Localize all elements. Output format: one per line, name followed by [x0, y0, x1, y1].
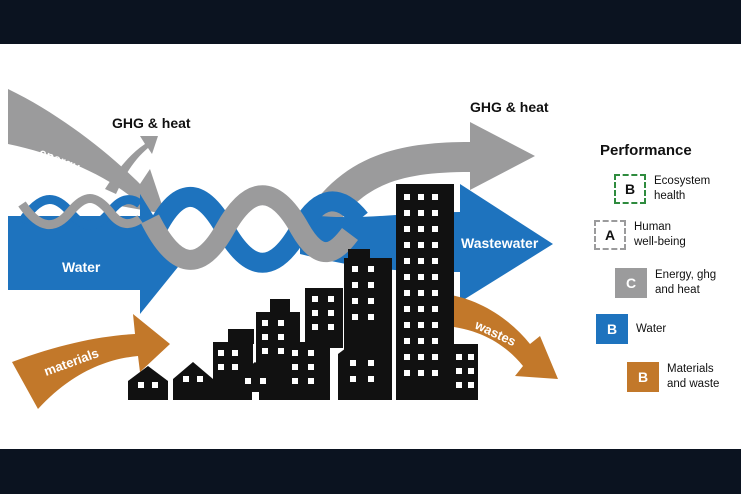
grade-badge: A	[594, 220, 626, 250]
legend-label: Energy, ghg and heat	[655, 269, 717, 296]
braided-flow	[18, 185, 368, 273]
ghg-heat-left-label: GHG & heat	[112, 115, 191, 131]
ghg-right-arrow	[300, 122, 535, 236]
legend-title: Performance	[600, 142, 692, 159]
urban-metabolism-diagram: GHG & heat GHG & heat energy Water Waste…	[0, 44, 741, 449]
legend-label: Human well-being	[634, 221, 686, 248]
diagram-svg: GHG & heat GHG & heat energy Water Waste…	[8, 89, 558, 409]
legend-item-materials: B Materials and waste	[627, 362, 741, 392]
city-skyline	[128, 184, 478, 400]
grade-badge: B	[596, 314, 628, 344]
legend-item-human-wellbeing: A Human well-being	[594, 220, 719, 250]
ghg-heat-right-label: GHG & heat	[470, 99, 549, 115]
top-letterbox-band	[0, 0, 741, 44]
legend-item-water: B Water	[596, 314, 721, 344]
materials-inflow-arrow	[12, 314, 170, 409]
legend-label: Materials and waste	[667, 363, 720, 390]
legend-item-ecosystem: B Ecosystem health	[614, 174, 739, 204]
grade-badge: C	[615, 268, 647, 298]
water-label: Water	[62, 259, 101, 275]
ghg-left-arrow	[105, 136, 158, 194]
grade-badge: B	[627, 362, 659, 392]
energy-inflow-arrow	[8, 89, 165, 214]
building-windows	[138, 194, 474, 400]
wastewater-label: Wastewater	[461, 235, 539, 251]
legend-item-energy: C Energy, ghg and heat	[615, 268, 740, 298]
grade-badge: B	[614, 174, 646, 204]
legend-label: Water	[636, 322, 667, 335]
wastes-outflow-arrow	[445, 294, 558, 379]
bottom-letterbox-band	[0, 449, 741, 494]
legend-label: Ecosystem health	[654, 175, 711, 202]
